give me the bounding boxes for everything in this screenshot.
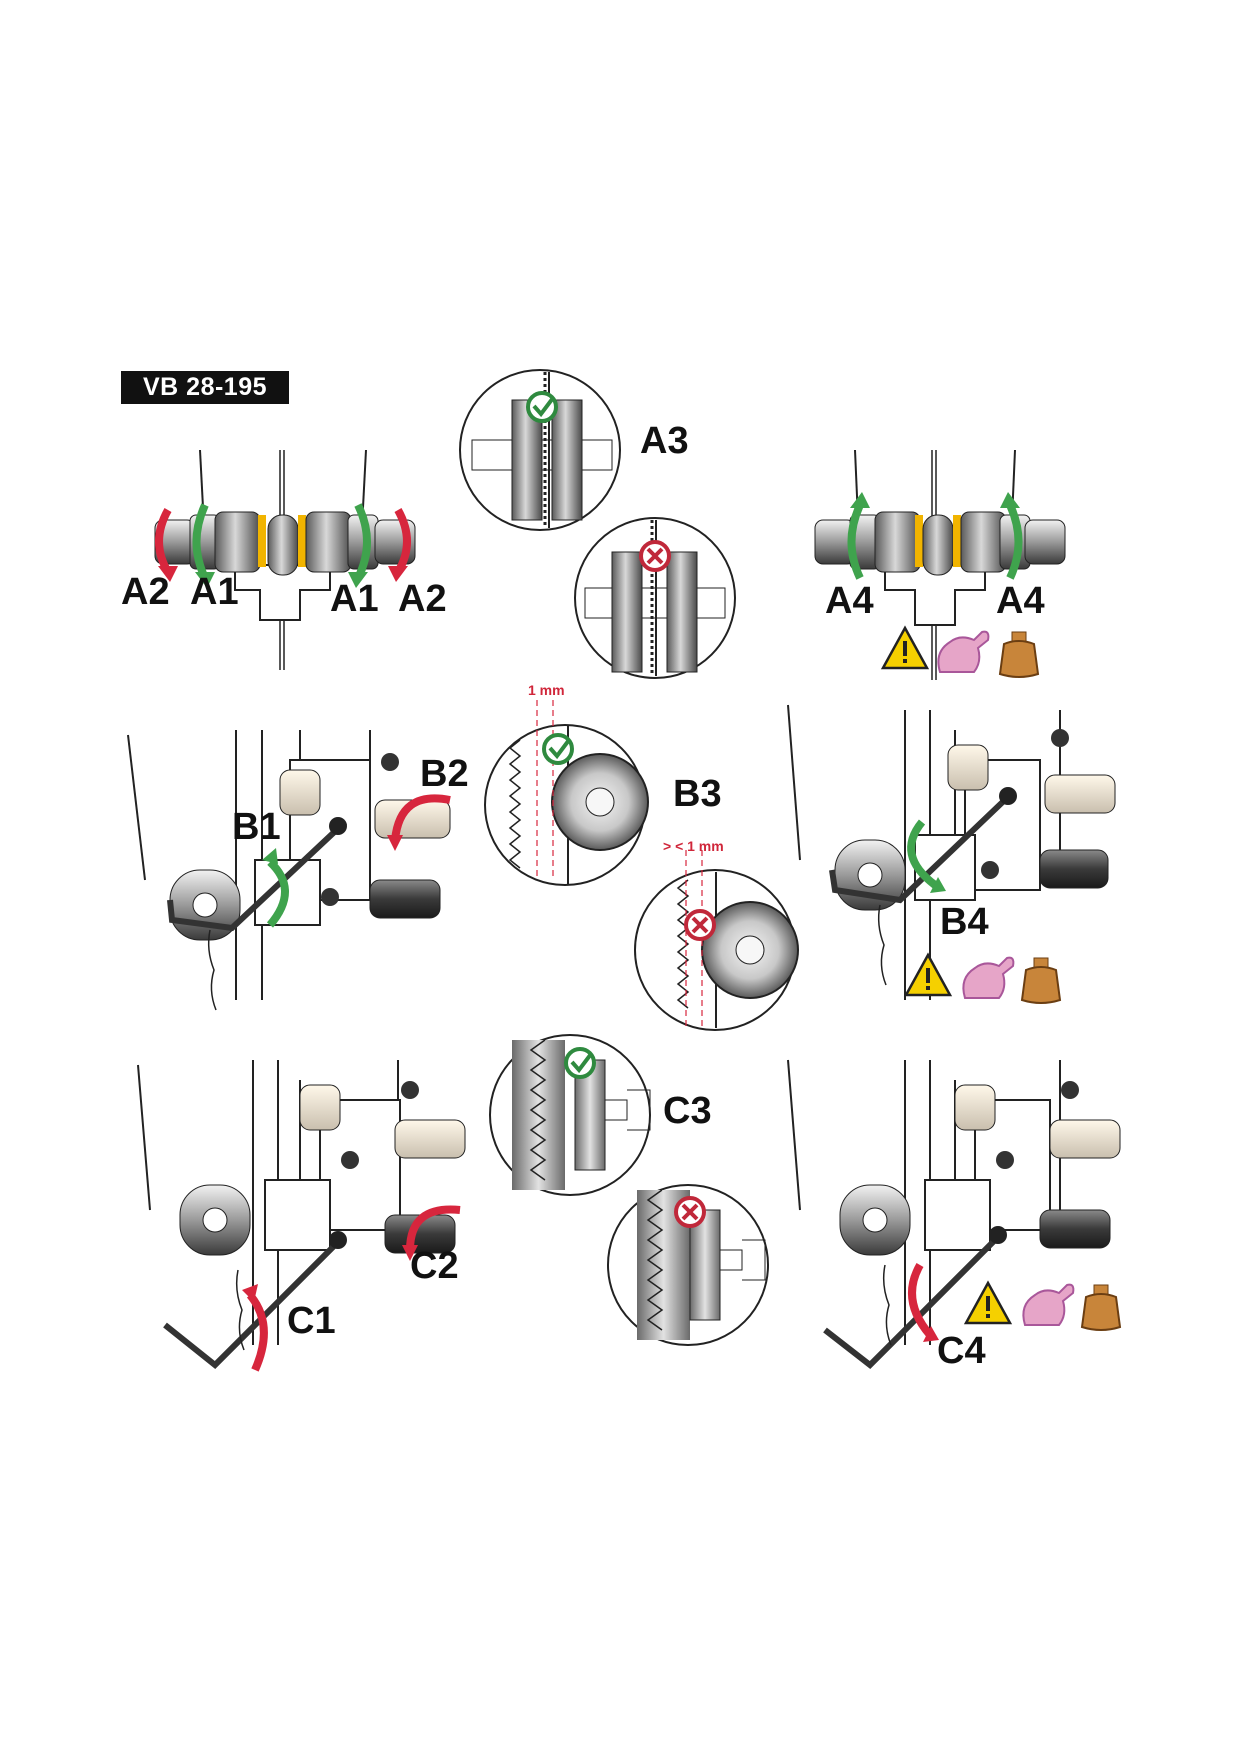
label-b2: B2 — [420, 753, 469, 795]
check-icon — [526, 391, 558, 423]
weight-icon — [998, 631, 1040, 678]
label-a2-right: A2 — [398, 578, 447, 620]
label-c2: C2 — [410, 1245, 459, 1287]
panel-a1-a2 — [154, 449, 416, 670]
label-a2-left: A2 — [121, 571, 170, 613]
weight-icon — [1080, 1284, 1122, 1331]
panel-a3-correct — [459, 369, 621, 531]
label-c4: C4 — [937, 1330, 986, 1372]
weight-icon — [1020, 957, 1062, 1004]
model-badge: VB 28-195 — [121, 371, 289, 404]
panel-b1-b2 — [127, 730, 451, 1011]
label-b4: B4 — [940, 901, 989, 943]
panel-a4 — [814, 449, 1066, 680]
check-icon — [542, 733, 574, 765]
label-c1: C1 — [287, 1300, 336, 1342]
panel-a3-incorrect — [574, 517, 736, 679]
label-b3: B3 — [673, 773, 722, 815]
dimension-b3-incorrect: > < 1 mm — [663, 838, 724, 854]
label-a3: A3 — [640, 420, 689, 462]
strength-arm-icon — [1022, 1283, 1075, 1326]
label-c3: C3 — [663, 1090, 712, 1132]
label-b1: B1 — [232, 806, 281, 848]
dimension-b3-correct: 1 mm — [528, 682, 565, 698]
check-icon — [564, 1047, 596, 1079]
panel-b4 — [787, 704, 1116, 1004]
label-a1-right: A1 — [330, 578, 379, 620]
panel-b3-correct — [484, 700, 649, 886]
label-a4-right: A4 — [996, 580, 1045, 622]
panel-c1-c2 — [137, 1060, 466, 1372]
panel-c3-correct — [489, 1034, 651, 1196]
strength-arm-icon — [937, 630, 990, 673]
panel-c4 — [787, 1059, 1122, 1369]
panel-c3-incorrect — [607, 1184, 769, 1346]
strength-arm-icon — [962, 956, 1015, 999]
panel-b3-incorrect — [634, 850, 799, 1031]
label-a1-left: A1 — [190, 571, 239, 613]
label-a4-left: A4 — [825, 580, 874, 622]
